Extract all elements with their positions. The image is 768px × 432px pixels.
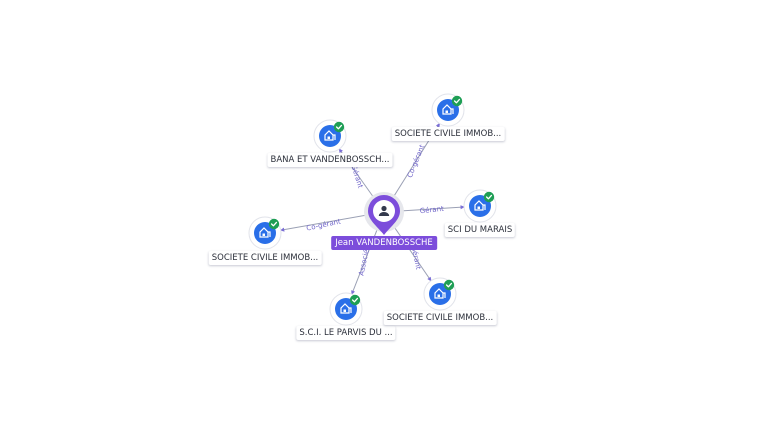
- verified-check-icon: [268, 218, 280, 230]
- center-node[interactable]: [364, 192, 404, 235]
- edge-arrow-icon: [435, 122, 441, 128]
- verified-check-icon: [443, 279, 455, 291]
- company-node-1[interactable]: [431, 93, 465, 127]
- edge-relation-label: Co-gérant: [406, 143, 427, 179]
- building-icon: [434, 288, 446, 299]
- building-icon: [259, 227, 271, 238]
- edge-arrow-icon: [427, 276, 432, 282]
- verified-check-icon: [349, 294, 361, 306]
- edge-arrow-icon: [460, 205, 466, 210]
- edge-relation-label: Associé: [357, 249, 370, 277]
- company-name-label[interactable]: BANA ET VANDENBOSSCH...: [267, 153, 393, 167]
- company-name-label[interactable]: SOCIETE CIVILE IMMOB...: [383, 311, 497, 325]
- company-node-4[interactable]: [248, 216, 282, 250]
- company-name-label[interactable]: SOCIETE CIVILE IMMOB...: [391, 127, 505, 141]
- building-icon: [442, 104, 454, 115]
- building-icon: [324, 130, 336, 141]
- building-icon: [340, 303, 352, 314]
- center-person-name[interactable]: Jean VANDENBOSSCHE: [331, 236, 437, 250]
- company-node-6[interactable]: [423, 277, 457, 311]
- edge-arrow-icon: [338, 148, 343, 154]
- edge-line: [264, 211, 385, 234]
- verified-check-icon: [333, 121, 345, 133]
- company-name-label[interactable]: SOCIETE CIVILE IMMOB...: [208, 251, 322, 265]
- company-name-label[interactable]: S.C.I. LE PARVIS DU ...: [296, 326, 396, 340]
- edge-relation-label: Gérant: [349, 164, 364, 190]
- person-icon: [378, 205, 390, 216]
- edge-relation-label: Gérant: [419, 205, 444, 215]
- edge-relation-label: Co-gérant: [306, 217, 342, 232]
- company-node-5[interactable]: [329, 292, 363, 326]
- company-node-2[interactable]: [313, 119, 347, 153]
- verified-check-icon: [451, 95, 463, 107]
- nodes-layer: [248, 93, 497, 326]
- company-node-3[interactable]: [463, 189, 497, 223]
- verified-check-icon: [483, 191, 495, 203]
- company-name-label[interactable]: SCI DU MARAIS: [444, 223, 516, 237]
- building-icon: [474, 200, 486, 211]
